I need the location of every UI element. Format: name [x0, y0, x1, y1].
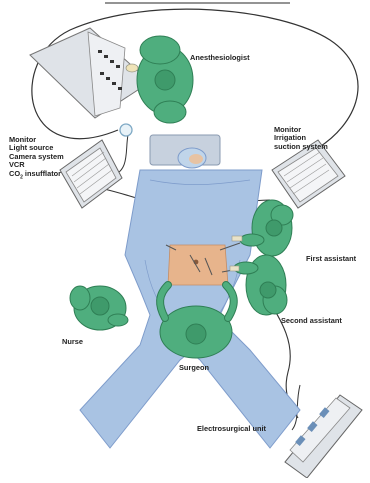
label-anesthesiologist: Anesthesiologist: [190, 54, 250, 62]
left-monitor-tower: [60, 140, 122, 208]
label-co2-suffix: insufflator: [23, 169, 61, 178]
label-co2-prefix: CO: [9, 169, 20, 178]
label-first-assistant: First assistant: [306, 255, 356, 263]
label-surgeon: Surgeon: [179, 364, 209, 372]
label-right-monitor-line-3: suction system: [274, 143, 328, 151]
anesthesia-machine: [30, 28, 150, 136]
label-right-monitor: Monitor Irrigation suction system: [274, 126, 328, 151]
label-left-monitor: Monitor Light source Camera system VCR C…: [9, 136, 64, 178]
label-electrosurgical-unit: Electrosurgical unit: [197, 425, 266, 433]
label-co2-insufflator: CO2 insufflator: [9, 170, 64, 178]
label-second-assistant: Second assistant: [281, 317, 342, 325]
label-nurse: Nurse: [62, 338, 83, 346]
nurse-figure: [70, 286, 128, 330]
second-assistant-figure: [230, 255, 287, 315]
